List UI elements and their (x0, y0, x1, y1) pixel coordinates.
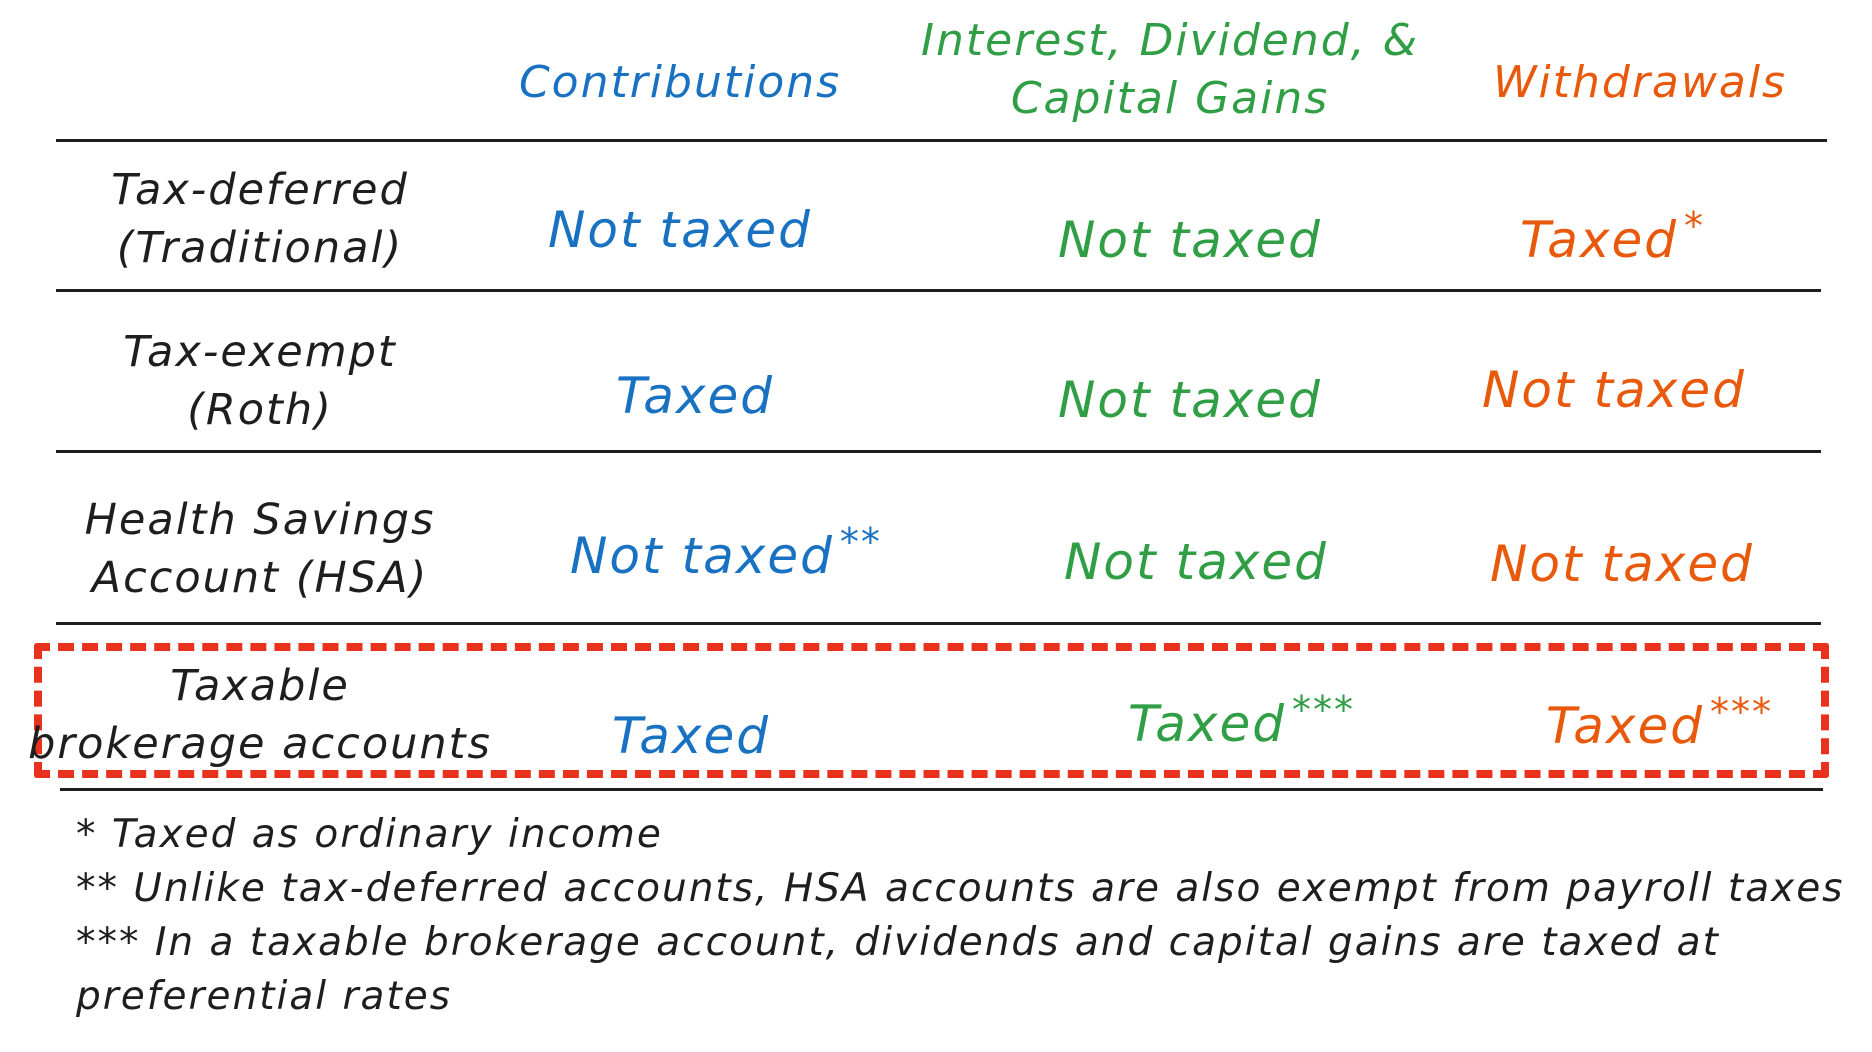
table-rule-top (56, 139, 1827, 142)
cell-growth: Not taxed (1058, 196, 1328, 270)
row-label-line2: (Traditional) (116, 223, 404, 273)
row-label-line1: Tax-deferred (111, 165, 409, 215)
cell-value: Taxed (1546, 697, 1705, 755)
cell-withdrawals: Not taxed (1482, 346, 1752, 420)
footnote-2: ** Unlike tax-deferred accounts, HSA acc… (76, 866, 1845, 911)
cell-value: Not taxed (1064, 533, 1328, 591)
footnote-3: *** In a taxable brokerage account, divi… (76, 920, 1720, 965)
header-growth-line1: Interest, Dividend, & (921, 15, 1419, 66)
cell-value: Taxed (612, 707, 771, 765)
footnote-mark: *** (1292, 688, 1356, 732)
cell-value: Taxed (1520, 211, 1679, 269)
cell-value: Taxed (616, 367, 775, 425)
header-contributions: Contributions (518, 57, 842, 108)
cell-value: Taxed (1128, 695, 1287, 753)
cell-value: Not taxed (1482, 361, 1746, 419)
footnote-1: * Taxed as ordinary income (76, 812, 663, 857)
header-growth-line2: Capital Gains (1010, 73, 1330, 124)
row-label-line1: Health Savings (84, 495, 436, 545)
cell-growth: Taxed*** (1128, 680, 1355, 754)
table-rule-2 (56, 450, 1821, 453)
table-rule-3 (56, 622, 1821, 625)
cell-growth: Not taxed (1058, 356, 1328, 430)
taxable-row-highlight (34, 643, 1829, 778)
header-withdrawals: Withdrawals (1493, 57, 1787, 108)
cell-value: Not taxed (1490, 535, 1754, 593)
row-label-line1: Taxable (170, 661, 350, 711)
cell-value: Not taxed (548, 201, 812, 259)
footnote-mark: * (1684, 204, 1706, 248)
row-label-line2: (Roth) (187, 385, 333, 435)
table-rule-bottom (60, 788, 1823, 791)
cell-withdrawals: Not taxed (1490, 520, 1760, 594)
cell-contributions: Not taxed (548, 186, 818, 260)
row-label-line2: Account (HSA) (91, 553, 429, 603)
cell-value: Not taxed (570, 527, 834, 585)
cell-growth: Not taxed (1064, 518, 1334, 592)
cell-value: Not taxed (1058, 371, 1322, 429)
cell-contributions: Taxed (616, 352, 780, 426)
cell-contributions: Not taxed** (570, 512, 882, 586)
cell-value: Not taxed (1058, 211, 1322, 269)
footnote-mark: *** (1710, 690, 1774, 734)
footnote-3-continued: preferential rates (76, 974, 453, 1019)
row-label-line1: Tax-exempt (123, 327, 397, 377)
table-rule-1 (56, 289, 1821, 292)
cell-withdrawals: Taxed* (1520, 196, 1705, 270)
cell-withdrawals: Taxed*** (1546, 682, 1773, 756)
cell-contributions: Taxed (612, 692, 776, 766)
footnote-mark: ** (839, 520, 882, 564)
row-label-line2: brokerage accounts (28, 719, 492, 769)
